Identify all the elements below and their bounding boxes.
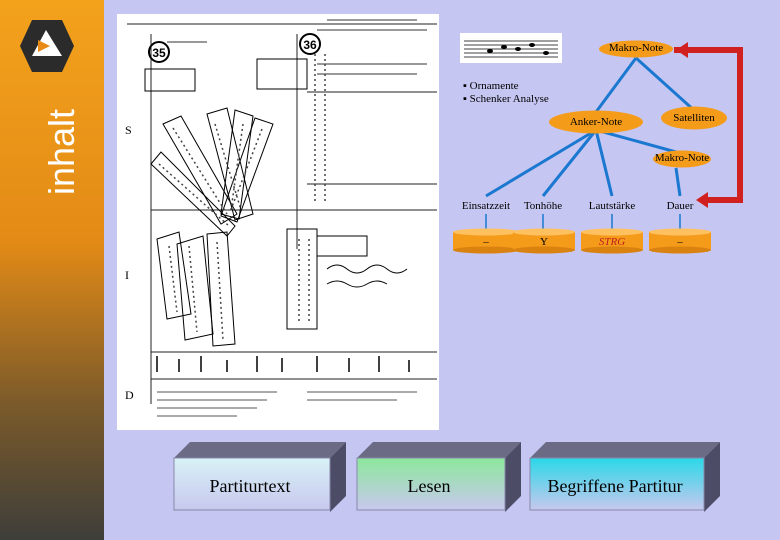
- mini-score-image: [460, 33, 562, 63]
- node-makro-note-right[interactable]: Makro-Note: [652, 150, 712, 168]
- param-dauer: Dauer: [666, 200, 694, 212]
- value-cylinder-dauer[interactable]: –: [648, 228, 712, 254]
- begriffene-partitur-button-label: Begriffene Partitur: [547, 476, 683, 496]
- lesen-button-label: Lesen: [407, 476, 451, 496]
- partiturtext-button-label: Partiturtext: [209, 476, 291, 496]
- node-satelliten[interactable]: Satelliten: [660, 106, 728, 130]
- param-tonhoehe: Tonhöhe: [523, 200, 563, 212]
- node-anker-note[interactable]: Anker-Note: [548, 110, 644, 134]
- score-number-35: 35: [152, 46, 166, 60]
- value-dauer: –: [677, 236, 683, 248]
- param-einsatzzeit: Einsatzzeit: [461, 200, 511, 212]
- node-makro-note-right-label: Makro-Note: [654, 152, 710, 164]
- bullet-item: ▪ Schenker Analyse: [463, 93, 549, 105]
- partiturtext-button[interactable]: Partiturtext: [172, 440, 348, 512]
- bullet-list: ▪ Ornamente ▪ Schenker Analyse: [463, 80, 549, 106]
- value-einsatzzeit: –: [483, 236, 489, 248]
- svg-text:D: D: [125, 388, 134, 402]
- svg-text:S: S: [125, 123, 132, 137]
- node-anker-note-label: Anker-Note: [569, 116, 623, 128]
- node-makro-note-top-label: Makro-Note: [608, 42, 664, 54]
- node-makro-note-top[interactable]: Makro-Note: [598, 40, 674, 58]
- value-cylinder-einsatzzeit[interactable]: –: [452, 228, 520, 254]
- node-satelliten-label: Satelliten: [673, 112, 715, 124]
- bullet-item: ▪ Ornamente: [463, 80, 519, 92]
- value-cylinder-lautstaerke[interactable]: STRG: [580, 228, 644, 254]
- score-scan-image: 35 36: [117, 14, 439, 430]
- param-lautstaerke: Lautstärke: [588, 200, 636, 212]
- lesen-button[interactable]: Lesen: [355, 440, 523, 512]
- sidebar: [0, 0, 104, 540]
- begriffene-partitur-button[interactable]: Begriffene Partitur: [528, 440, 722, 512]
- value-cylinder-tonhoehe[interactable]: Y: [512, 228, 576, 254]
- value-tonhoehe: Y: [540, 236, 548, 248]
- score-number-36: 36: [303, 38, 317, 52]
- value-lautstaerke: STRG: [598, 236, 626, 248]
- svg-text:I: I: [125, 268, 129, 282]
- logo-icon[interactable]: [16, 16, 76, 76]
